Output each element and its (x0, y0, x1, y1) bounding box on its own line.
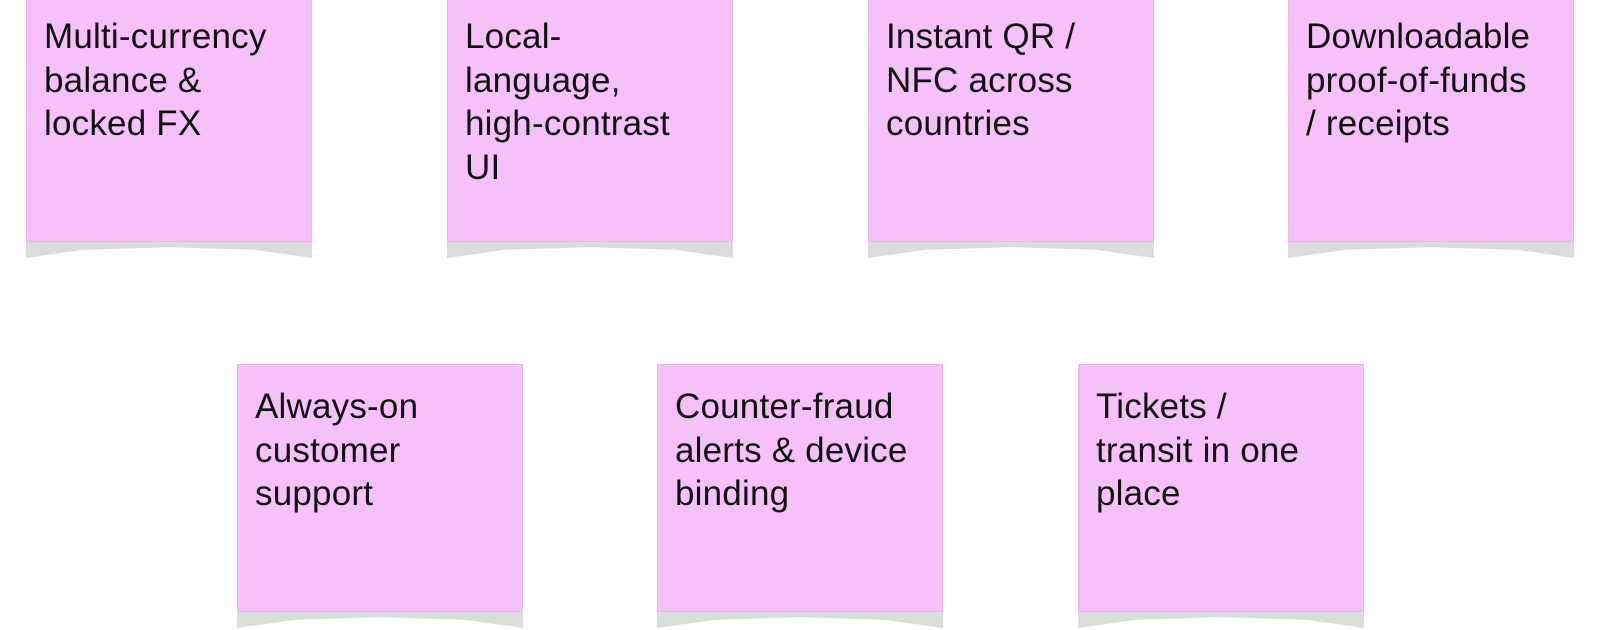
sticky-note-paper: Tickets / transit in one place (1078, 364, 1364, 612)
sticky-note-shadow (447, 240, 733, 258)
sticky-note-paper: Instant QR / NFC across countries (868, 0, 1154, 242)
sticky-note-text: Multi-currency balance & locked FX (44, 17, 267, 143)
sticky-note-text: Downloadable proof-of-funds / receipts (1306, 17, 1531, 143)
sticky-note[interactable]: Tickets / transit in one place (1078, 364, 1364, 628)
sticky-note[interactable]: Instant QR / NFC across countries (868, 0, 1154, 258)
sticky-note[interactable]: Local- language, high-contrast UI (447, 0, 733, 258)
sticky-note-shadow (26, 240, 312, 258)
sticky-note-paper: Local- language, high-contrast UI (447, 0, 733, 242)
sticky-note-shadow (237, 610, 523, 628)
sticky-note-text: Instant QR / NFC across countries (886, 17, 1076, 143)
sticky-note[interactable]: Multi-currency balance & locked FX (26, 0, 312, 258)
sticky-note-text: Always-on customer support (255, 387, 419, 513)
sticky-note-shadow (657, 610, 943, 628)
sticky-note-text: Local- language, high-contrast UI (465, 17, 670, 187)
sticky-note-shadow (1078, 610, 1364, 628)
sticky-note-text: Counter-fraud alerts & device binding (675, 387, 908, 513)
sticky-note[interactable]: Downloadable proof-of-funds / receipts (1288, 0, 1574, 258)
sticky-note[interactable]: Always-on customer support (237, 364, 523, 628)
sticky-note-shadow (1288, 240, 1574, 258)
sticky-note-shadow (868, 240, 1154, 258)
sticky-note-paper: Multi-currency balance & locked FX (26, 0, 312, 242)
sticky-note-paper: Downloadable proof-of-funds / receipts (1288, 0, 1574, 242)
sticky-note[interactable]: Counter-fraud alerts & device binding (657, 364, 943, 628)
sticky-note-paper: Counter-fraud alerts & device binding (657, 364, 943, 612)
sticky-note-text: Tickets / transit in one place (1096, 387, 1300, 513)
sticky-note-paper: Always-on customer support (237, 364, 523, 612)
